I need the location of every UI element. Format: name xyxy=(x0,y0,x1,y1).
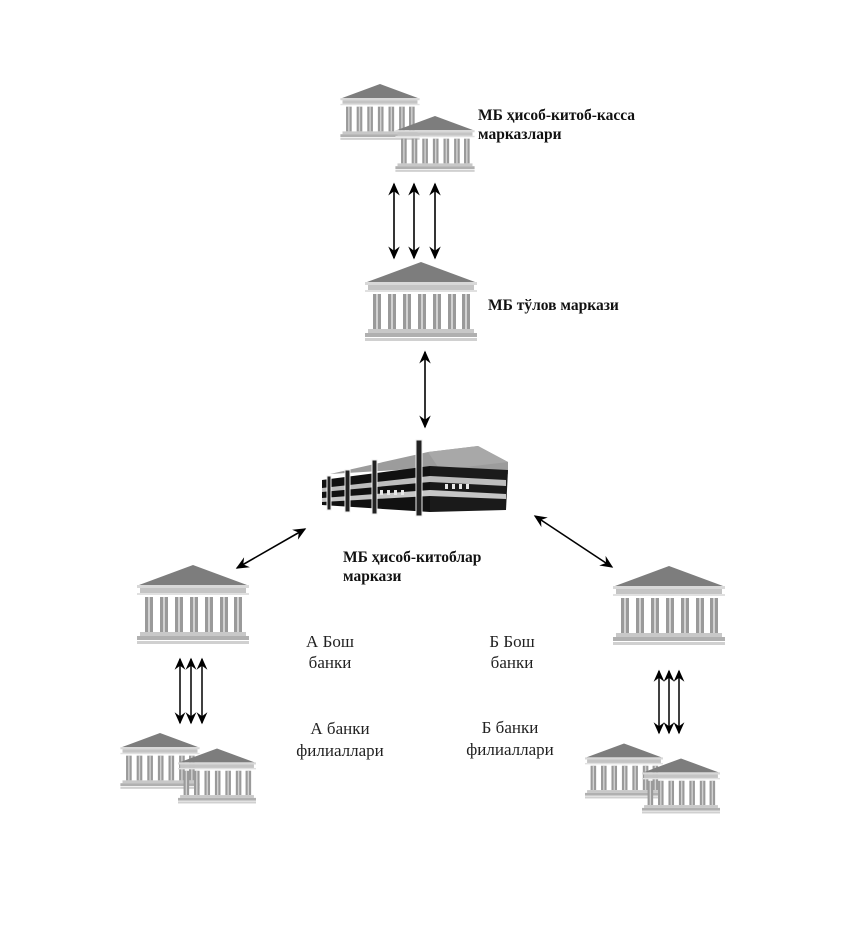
arrows-b-head-to-branches xyxy=(653,669,685,735)
cash-centers-label-line1: МБ ҳисоб-китоб-касса xyxy=(478,107,635,124)
bidirectional-arrow xyxy=(533,515,614,568)
bank-building-icon xyxy=(613,566,725,645)
bank-b-head-label-line2: банки xyxy=(491,653,534,672)
bank-b-branches-label-line1: Б банки xyxy=(482,718,539,737)
arrows-a-head-to-branches xyxy=(174,657,208,725)
payment-center-label: МБ тўлов маркази xyxy=(488,297,619,314)
bank-building-icon xyxy=(395,116,475,172)
cash-centers-label-line2: марказлари xyxy=(478,126,562,143)
bank-a-head-label-line1: А Бош xyxy=(306,632,354,651)
bidirectional-arrow xyxy=(235,528,307,569)
bank-building-icon xyxy=(365,262,477,341)
bank-a-branches-label-line2: филиаллари xyxy=(296,741,384,760)
bank-b-head-node: Б Бош банки xyxy=(489,566,725,672)
bank-a-branches-label-line1: А банки xyxy=(310,719,369,738)
payment-center-node: МБ тўлов маркази xyxy=(365,262,619,341)
bank-a-head-node: А Бош банки xyxy=(137,565,354,672)
bank-b-branches-label-line2: филиаллари xyxy=(466,740,554,759)
office-building-icon xyxy=(322,439,508,517)
arrows-cash-to-payment xyxy=(388,182,441,260)
bank-a-head-label-line2: банки xyxy=(309,653,352,672)
settlement-center-label-line2: маркази xyxy=(343,568,401,585)
cash-centers-node: МБ ҳисоб-китоб-касса марказлари xyxy=(340,84,635,172)
bank-b-branches-node: Б банки филиаллари xyxy=(466,718,720,814)
bank-a-branches-node: А банки филиаллари xyxy=(120,719,384,804)
bank-building-icon xyxy=(137,565,249,644)
settlement-center-label-line1: МБ ҳисоб-китоблар xyxy=(343,549,481,566)
bank-b-head-label-line1: Б Бош xyxy=(489,632,534,651)
settlement-center-node: МБ ҳисоб-китоблар маркази xyxy=(322,439,508,585)
